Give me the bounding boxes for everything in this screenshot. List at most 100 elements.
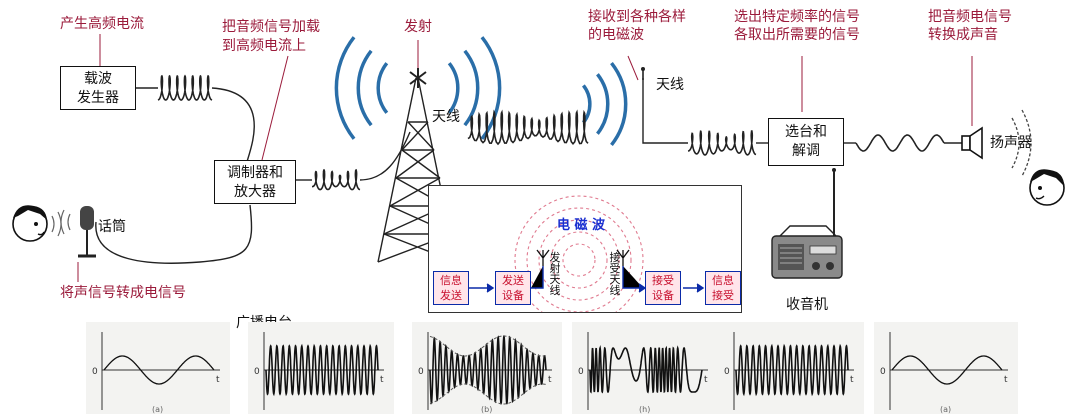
microphone-icon xyxy=(60,206,96,258)
waveform-panel-5: 0t xyxy=(718,322,864,414)
modulated-coil xyxy=(312,168,361,191)
panel-bg xyxy=(874,322,1018,414)
rx-arc-1 xyxy=(596,73,610,135)
speaker-caption-line2: 转换成声音 xyxy=(928,27,998,43)
microphone-label: 话筒 xyxy=(98,219,126,235)
arc-right-1 xyxy=(463,49,480,127)
origin-label: 0 xyxy=(724,367,730,377)
origin-label: 0 xyxy=(418,367,424,377)
speaking-face-icon xyxy=(12,205,62,242)
inset-block-info-send: 信息 发送 xyxy=(433,271,469,305)
inset-arrows xyxy=(469,266,705,293)
waveform-panel-4: 0t(h) xyxy=(572,322,718,414)
em-wave-inset: 电 磁 波 信息 发送 发送 设备 接受 设备 信息 接受 发射天线 接受天线 xyxy=(428,185,742,313)
wave-packets xyxy=(157,74,945,191)
transmit-tower-icon xyxy=(377,68,457,263)
modulate-caption-line2: 到高频电流上 xyxy=(222,38,306,54)
radio-label: 收音机 xyxy=(786,297,828,313)
arc-left-1 xyxy=(356,49,373,127)
waveform-panel-6: 0 t (a) xyxy=(874,322,1018,414)
waveform-panel-1: 0 t (a) xyxy=(86,322,230,414)
block2-line2: 设备 xyxy=(502,289,524,302)
tuner-demodulator-box: 选台和 解调 xyxy=(768,118,844,166)
radio-receiver-icon xyxy=(771,168,843,279)
t-label: t xyxy=(1004,375,1008,385)
speaker-label: 扬声器 xyxy=(990,135,1032,151)
block1-line2: 发送 xyxy=(440,289,462,302)
radiation-arcs xyxy=(334,36,628,147)
waveform-curve xyxy=(891,355,1003,385)
ripple-1 xyxy=(550,231,608,289)
origin-label: 0 xyxy=(254,367,260,377)
envelope-top xyxy=(429,335,547,357)
wire-to-tower xyxy=(359,131,411,181)
speaker-caption-line1: 把音频电信号 xyxy=(928,9,1012,25)
carrier-generator-line2: 发生器 xyxy=(77,90,119,106)
audio-wave xyxy=(855,134,945,152)
carrier-coil xyxy=(157,74,213,101)
receive-leader xyxy=(627,55,639,81)
tune-caption-line1: 选出特定频率的信号 xyxy=(734,9,860,25)
rx-antenna-label: 天线 xyxy=(656,77,684,93)
transmit-caption: 发射 xyxy=(404,19,432,35)
panel-caption: (a) xyxy=(940,405,951,414)
panel-caption: (b) xyxy=(481,405,492,414)
mic-caption: 将声信号转成电信号 xyxy=(60,285,186,301)
speaker-icon xyxy=(961,109,1032,177)
block3-line1: 接受 xyxy=(652,274,674,287)
tx-antenna-label: 天线 xyxy=(432,109,460,125)
modulator-line2: 放大器 xyxy=(234,184,276,200)
tuner-line2: 解调 xyxy=(792,143,820,159)
panel-bg xyxy=(86,322,230,414)
block4-line2: 接受 xyxy=(712,289,734,302)
waveform-curve xyxy=(265,343,379,397)
origin-label: 0 xyxy=(92,367,98,377)
inset-block-info-receive: 信息 接受 xyxy=(705,271,741,305)
inset-antennas xyxy=(536,249,630,266)
arc-right-2 xyxy=(480,36,502,140)
ripple-0 xyxy=(562,243,596,277)
block4-line1: 信息 xyxy=(712,274,734,287)
modulator-amplifier-box: 调制器和 放大器 xyxy=(214,160,296,204)
origin-label: 0 xyxy=(578,367,584,377)
modulator-line1: 调制器和 xyxy=(227,165,283,181)
t-label: t xyxy=(380,375,384,385)
ripple-4 xyxy=(514,195,644,312)
block3-line2: 设备 xyxy=(652,289,674,302)
inset-rx-antenna-label: 接受天线 xyxy=(609,251,621,297)
em-ripples xyxy=(514,195,644,312)
carrier-caption: 产生高频电流 xyxy=(60,16,144,32)
ripple-3 xyxy=(526,207,632,312)
received-coil xyxy=(687,130,757,156)
inset-tx-antenna-label: 发射天线 xyxy=(549,251,561,297)
t-label: t xyxy=(704,375,708,385)
modulate-caption-line1: 把音频信号加载 xyxy=(222,19,320,35)
block2-line1: 发送 xyxy=(502,274,524,287)
inset-block-receiver: 接受 设备 xyxy=(645,271,681,305)
wire-to-modulator xyxy=(211,87,255,166)
carrier-generator-box: 载波 发生器 xyxy=(60,66,136,110)
waveform-panel-3: 0t(b) xyxy=(412,322,562,414)
broadcast-packet xyxy=(467,109,589,146)
waveform-curve xyxy=(589,344,703,394)
arc-left-2 xyxy=(334,36,356,140)
listening-face-icon xyxy=(1029,169,1065,206)
block1-line1: 信息 xyxy=(440,274,462,287)
inset-block-transmitter: 发送 设备 xyxy=(495,271,531,305)
carrier-generator-line1: 载波 xyxy=(84,71,112,87)
wire-mic-to-modulator xyxy=(95,204,253,264)
waveform-panel-2: 0t xyxy=(248,322,394,414)
tuner-line1: 选台和 xyxy=(785,124,827,140)
origin-label: 0 xyxy=(880,367,886,377)
inset-graphics xyxy=(469,195,705,312)
rx-arc-2 xyxy=(610,61,628,147)
receive-caption-line1: 接收到各种各样 xyxy=(588,9,686,25)
tune-caption-line2: 各取出所需要的信号 xyxy=(734,27,860,43)
t-label: t xyxy=(850,375,854,385)
envelope-bottom xyxy=(429,383,547,405)
t-label: t xyxy=(216,375,220,385)
panel-caption: (a) xyxy=(152,405,163,414)
